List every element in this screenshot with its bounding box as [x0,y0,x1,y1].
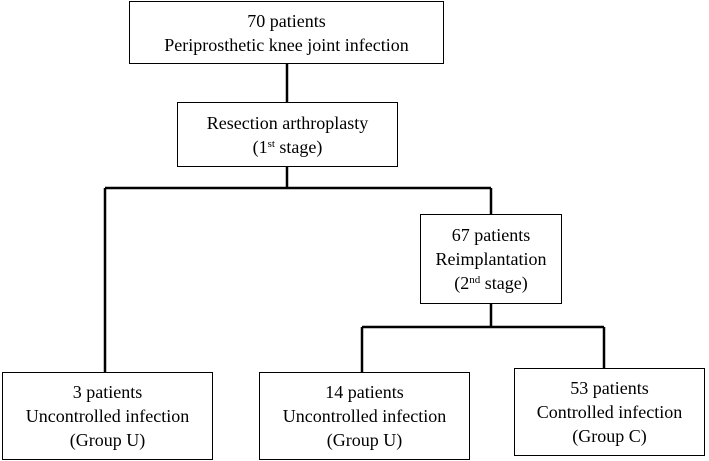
group-u-second-condition: Uncontrolled infection [282,406,447,426]
reimplantation-count: 67 patients [451,225,531,245]
resection-stage-superscript: st [267,137,275,150]
start-box: 70 patients Periprosthetic knee joint in… [129,1,444,64]
start-count: 70 patients [247,10,326,31]
group-u-second-count: 14 patients [325,382,404,402]
reimplantation-stage-superscript: nd [469,274,481,286]
resection-box: Resection arthroplasty (1st stage) [177,102,398,167]
group-c-condition: Controlled infection [536,402,683,422]
connector-group [103,63,606,373]
group-u-second-group: (Group U) [326,430,403,450]
reimplantation-stage-close: stage) [480,273,528,293]
start-condition: Periprosthetic knee joint infection [164,34,409,55]
group-c-count: 53 patients [570,378,649,398]
group-c-box: 53 patients Controlled infection (Group … [514,368,705,456]
reimplantation-stage: (2nd stage) [454,271,527,295]
reimplantation-title: Reimplantation [435,249,547,269]
resection-title: Resection arthroplasty [206,112,369,133]
group-c-group: (Group C) [572,426,647,446]
group-u-first-count: 3 patients [72,382,143,402]
group-u-first-box: 3 patients Uncontrolled infection (Group… [2,372,213,460]
reimplantation-stage-open: (2 [454,273,470,293]
resection-stage: (1st stage) [253,135,323,159]
group-u-first-group: (Group U) [69,430,146,450]
resection-stage-close: stage) [274,136,323,157]
group-u-first-condition: Uncontrolled infection [25,406,190,426]
resection-stage-open: (1 [252,136,268,157]
reimplantation-box: 67 patients Reimplantation (2nd stage) [420,214,562,304]
group-u-second-box: 14 patients Uncontrolled infection (Grou… [259,372,470,460]
